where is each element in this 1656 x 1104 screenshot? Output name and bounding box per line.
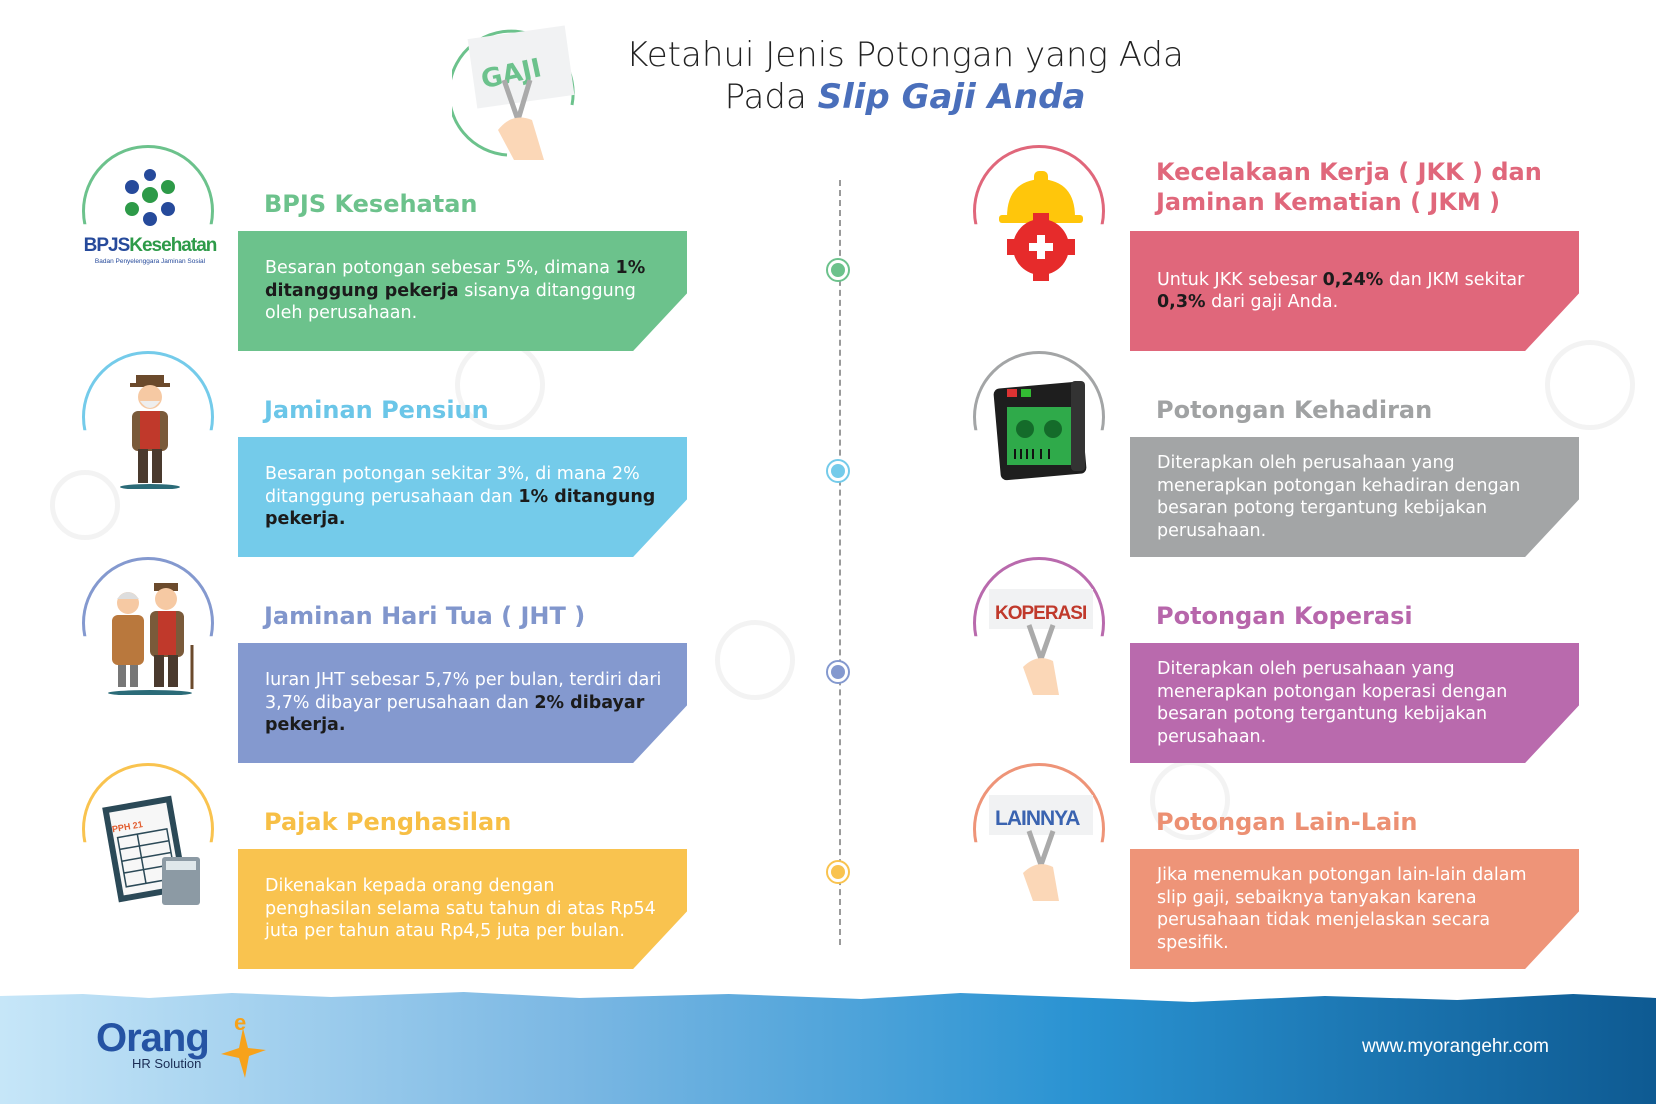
timeline-dot [826,459,850,483]
item-description: Diterapkan oleh perusahaan yang menerapk… [1157,658,1557,748]
timeline-dot [826,258,850,282]
description-text: Dikenakan kepada orang dengan penghasila… [265,876,656,942]
description-text: sisanya ditanggung oleh perusahaan. [265,280,636,324]
scissors-koperasi-icon: KOPERASI [971,555,1111,695]
description-text: Jika menemukan potongan lain-lain dalam … [1157,865,1527,953]
timeline-dot [826,860,850,884]
highlight-text: 1% ditanggung pekerja [265,258,646,301]
item-title: Kecelakaan Kerja ( JKK ) dan Jaminan Kem… [1156,158,1542,216]
item-description-box: Diterapkan oleh perusahaan yang menerapk… [1130,643,1579,763]
page-title-line2: Pada Slip Gaji Anda [560,76,1250,118]
highlight-text: 0,3% [1157,292,1206,312]
item-title: Jaminan Pensiun [264,396,489,424]
item-description: Besaran potongan sekitar 3%, di mana 2% … [265,463,665,531]
item-title: Jaminan Hari Tua ( JHT ) [264,602,586,630]
item-description: Dikenakan kepada orang dengan penghasila… [265,875,665,943]
svg-text:Badan Penyelenggara Jaminan So: Badan Penyelenggara Jaminan Sosial [95,258,206,265]
page-title-prefix: Pada [724,77,818,117]
item-title: BPJS Kesehatan [264,190,478,218]
item-description-box: Dikenakan kepada orang dengan penghasila… [238,849,687,969]
item-description: Besaran potongan sebesar 5%, dimana 1% d… [265,257,665,325]
timeline-dot [826,660,850,684]
tax-form-calculator-icon: PPH 21 [80,761,220,905]
svg-text:KOPERASI: KOPERASI [995,603,1087,624]
description-text: Besaran potongan sebesar 5%, dimana [265,258,616,279]
logo-subtitle: HR Solution [132,1056,202,1071]
orangehr-logo: Orang e HR Solution [96,1010,276,1078]
item-description: Iuran JHT sebesar 5,7% per bulan, terdir… [265,669,665,737]
scissors-lainnya-icon: LAINNYA [971,761,1111,901]
item-description-box: Iuran JHT sebesar 5,7% per bulan, terdir… [238,643,687,763]
description-text: Besaran potongan sekitar 3%, di mana 2% … [265,464,640,507]
item-title: Pajak Penghasilan [264,808,512,836]
item-description-box: Jika menemukan potongan lain-lain dalam … [1130,849,1579,969]
elderly-couple-icon [80,555,220,695]
svg-text:BPJSKesehatan: BPJSKesehatan [84,235,217,256]
page-title: Ketahui Jenis Potongan yang Ada Pada Sli… [560,34,1250,118]
item-title: Potongan Koperasi [1156,602,1413,630]
footer-banner [0,992,1656,1104]
description-text: dari gaji Anda. [1205,292,1339,312]
gaji-scissors-icon: GAJI [447,20,582,160]
logo-word: Orang [96,1016,210,1060]
background-doodle [715,620,795,700]
timeline-line [839,180,841,945]
description-text: dan JKM sekitar [1383,269,1525,290]
description-text: Untuk JKK sebesar [1157,269,1323,290]
item-description: Diterapkan oleh perusahaan yang menerapk… [1157,452,1557,542]
item-description: Jika menemukan potongan lain-lain dalam … [1157,864,1557,954]
fingerprint-attendance-machine-icon [971,349,1111,489]
background-doodle [1545,340,1635,430]
item-description-box: Besaran potongan sekitar 3%, di mana 2% … [238,437,687,557]
hard-hat-gear-icon [971,143,1111,283]
item-description-box: Diterapkan oleh perusahaan yang menerapk… [1130,437,1579,557]
item-description-box: Untuk JKK sebesar 0,24% dan JKM sekitar … [1130,231,1579,351]
logo-star-icon [221,1028,266,1078]
highlight-text: 0,24% [1322,269,1384,290]
highlight-text: 2% dibayar pekerja. [265,692,645,736]
website-link[interactable]: www.myorangehr.com [1362,1036,1549,1057]
old-man-icon [80,349,220,489]
description-text: Diterapkan oleh perusahaan yang menerapk… [1157,659,1508,747]
svg-text:LAINNYA: LAINNYA [995,807,1080,830]
item-description: Untuk JKK sebesar 0,24% dan JKM sekitar … [1157,269,1557,314]
item-title: Potongan Kehadiran [1156,396,1433,424]
item-description-box: Besaran potongan sebesar 5%, dimana 1% d… [238,231,687,351]
background-doodle [50,470,120,540]
item-title: Potongan Lain-Lain [1156,808,1418,836]
description-text: Diterapkan oleh perusahaan yang menerapk… [1157,453,1521,541]
highlight-text: 1% ditangung pekerja. [265,486,656,530]
description-text: Iuran JHT sebesar 5,7% per bulan, terdir… [265,670,662,713]
page-title-line1: Ketahui Jenis Potongan yang Ada [626,35,1184,75]
page-title-emphasis: Slip Gaji Anda [817,77,1086,117]
